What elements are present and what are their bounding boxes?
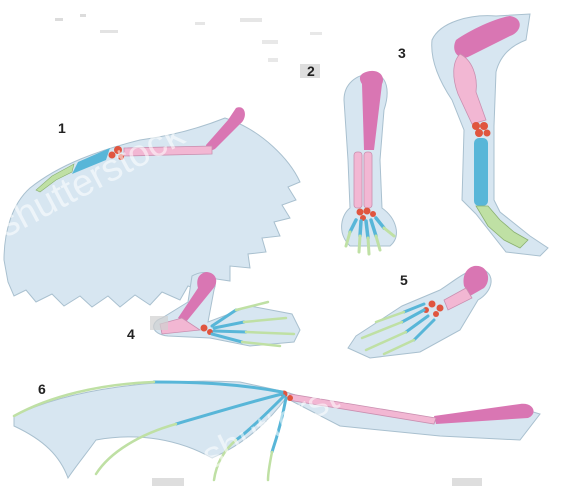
watermark-chip-4 — [150, 316, 168, 330]
top-smudges — [55, 14, 322, 62]
label-5: 5 — [400, 272, 408, 288]
bottom-chip-2 — [452, 478, 482, 486]
human-arm: 2 — [300, 63, 396, 254]
label-2: 2 — [307, 63, 315, 79]
horse-cannon-bone — [474, 138, 488, 206]
label-3: 3 — [398, 45, 406, 61]
human-radius — [354, 152, 362, 208]
flipper: 5 — [348, 266, 491, 358]
horse-leg: 3 — [398, 14, 548, 256]
label-4: 4 — [127, 326, 135, 342]
human-ulna — [364, 152, 372, 208]
bottom-chip-1 — [152, 478, 184, 486]
label-1: 1 — [58, 120, 66, 136]
label-6: 6 — [38, 381, 46, 397]
